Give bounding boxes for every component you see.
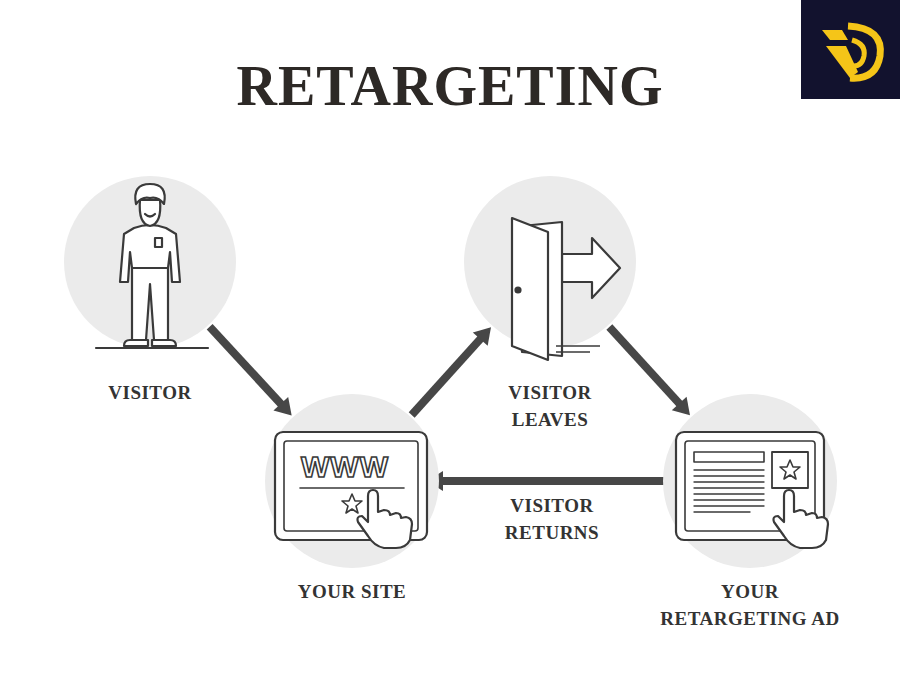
circle-shape <box>663 394 837 568</box>
door-exit-icon <box>512 218 620 360</box>
flow-arrow <box>210 327 292 416</box>
node-label: YOUR SITE <box>277 578 427 605</box>
flow-arrow <box>609 327 690 415</box>
node-label: VISITOR <box>60 379 240 406</box>
circle-fill <box>64 176 236 348</box>
arrow-head <box>273 397 291 416</box>
diagram-title: RETARGETING <box>0 56 900 118</box>
circle-shape <box>464 176 636 348</box>
edge-label: VISITOR RETURNS <box>482 492 622 546</box>
flow-arrow <box>427 471 677 491</box>
arrow-shaft <box>439 477 677 485</box>
retargeting-ad-tablet <box>676 432 828 548</box>
icon-circle-node: VISITOR LEAVES <box>464 176 636 348</box>
arrow-shaft <box>609 327 682 406</box>
screen-text: WWW <box>301 452 389 482</box>
website-tablet <box>275 432 427 548</box>
circle-fill <box>663 394 837 568</box>
flow-arrow <box>412 327 491 415</box>
arrow-head <box>473 327 491 346</box>
circle-shape <box>64 176 236 348</box>
icon-circle-node: YOUR RETARGETING AD <box>663 394 837 568</box>
icon-circle-node: VISITOR <box>64 176 236 348</box>
node-label: VISITOR LEAVES <box>480 379 620 433</box>
circle-fill <box>464 176 636 348</box>
arrow-shaft <box>210 327 284 407</box>
arrow-head <box>672 397 690 416</box>
node-label: YOUR RETARGETING AD <box>652 578 848 632</box>
circle-fill <box>265 394 439 568</box>
visitor-figure <box>96 184 208 348</box>
arrow-shaft <box>412 336 483 415</box>
logo <box>801 0 900 99</box>
